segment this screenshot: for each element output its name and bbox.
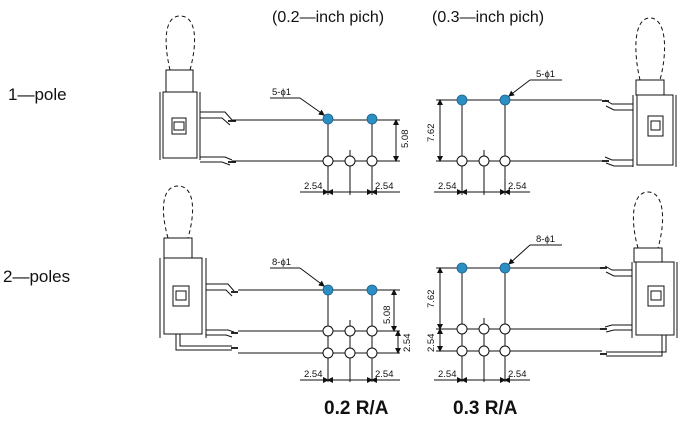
dim-holes-1pole-02: 5-ϕ1 — [272, 87, 291, 98]
row-label-2-poles: 2—poles — [3, 267, 70, 286]
pad-1pole-03-a — [456, 94, 468, 106]
pad-1pole-02-b — [366, 113, 378, 125]
pad-2poles-02-b — [366, 284, 378, 296]
footprint-1pole-03: 5-ϕ1 7.62 2.54 2.54 — [426, 69, 602, 195]
title-ra-02: 0.2 R/A — [324, 398, 389, 419]
footprint-2poles-03: 8-ϕ1 7.62 2.54 2.54 2.54 — [426, 234, 602, 383]
pad-2poles-03-a — [456, 262, 468, 274]
footprint-1pole-02: 5-ϕ1 5.08 2.54 2.54 — [232, 87, 411, 195]
dim-left-1pole-02: 2.54 — [304, 181, 323, 192]
switch-1pole-left — [159, 15, 236, 166]
footprint-2poles-02: 8-ϕ1 5.08 2.54 2.54 2.54 — [238, 257, 413, 383]
dim-right-2poles-03: 2.54 — [508, 369, 527, 380]
dim-holes-2poles-02: 8-ϕ1 — [272, 257, 291, 268]
pad-1pole-03-b — [499, 94, 511, 106]
pad-1pole-02-a — [322, 113, 334, 125]
dim-left-1pole-03: 2.54 — [438, 181, 457, 192]
header-pitch-02: (0.2—inch pich) — [272, 9, 384, 26]
dim-rowpitch-2poles-02: 2.54 — [402, 334, 413, 353]
dim-left-2poles-02: 2.54 — [304, 369, 323, 380]
header-pitch-03: (0.3—inch pich) — [432, 9, 544, 26]
dim-right-1pole-03: 2.54 — [508, 181, 527, 192]
dim-right-1pole-02: 2.54 — [375, 181, 394, 192]
dim-vertical-2poles-02: 5.08 — [382, 306, 393, 325]
dim-holes-2poles-03: 8-ϕ1 — [536, 234, 555, 245]
switch-1pole-right — [602, 17, 677, 167]
dim-rowpitch-2poles-03: 2.54 — [426, 334, 437, 353]
title-ra-03: 0.3 R/A — [453, 398, 518, 419]
switch-2poles-right — [600, 191, 678, 357]
switch-2poles-left — [159, 185, 238, 351]
pad-2poles-02-a — [322, 284, 334, 296]
dim-left-2poles-03: 2.54 — [438, 369, 457, 380]
pad-2poles-03-b — [499, 262, 511, 274]
row-label-1-pole: 1—pole — [8, 85, 67, 104]
dim-right-2poles-02: 2.54 — [375, 369, 394, 380]
dim-vertical-1pole-03: 7.62 — [426, 124, 437, 143]
dim-holes-1pole-03: 5-ϕ1 — [536, 69, 555, 80]
dim-vertical-2poles-03: 7.62 — [426, 290, 437, 309]
dim-vertical-1pole-02: 5.08 — [400, 130, 411, 149]
